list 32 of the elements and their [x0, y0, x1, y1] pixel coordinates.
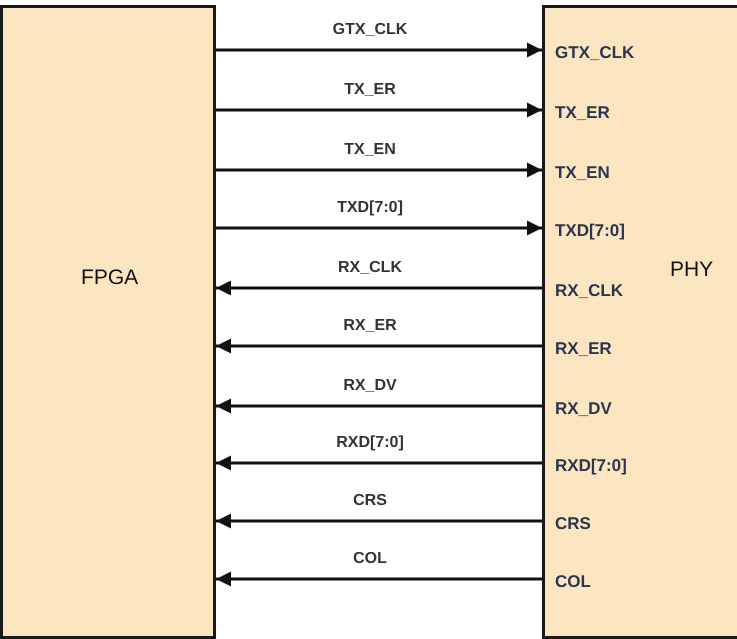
edge-label: TX_EN: [342, 141, 398, 159]
pin-label: RX_DV: [555, 399, 612, 419]
pin-label: RX_CLK: [555, 281, 624, 301]
edge-label: RX_CLK: [336, 259, 404, 277]
arrow: [216, 220, 542, 236]
arrow: [216, 572, 542, 586]
block-box: [542, 5, 737, 639]
pin-label: GTX_CLK: [555, 43, 634, 63]
arrow: [216, 456, 542, 470]
arrow: [216, 398, 542, 414]
block-title: FPGA: [81, 266, 138, 290]
pin-label: RX_ER: [555, 339, 612, 359]
arrow: [216, 42, 542, 58]
edge-label: RX_DV: [341, 377, 399, 395]
arrow: [216, 102, 542, 118]
edge-label: RX_ER: [341, 317, 399, 335]
pin-label: RXD[7:0]: [555, 456, 627, 476]
pin-label: TX_EN: [555, 163, 610, 183]
block-box: [0, 5, 216, 639]
pin-label: TXD[7:0]: [555, 221, 625, 241]
edge-label: TX_ER: [342, 81, 398, 99]
arrow: [216, 338, 542, 354]
arrow: [216, 280, 542, 296]
pin-label: COL: [555, 572, 591, 592]
arrow: [216, 514, 542, 528]
block-title: PHY: [670, 258, 714, 282]
edge-label: TXD[7:0]: [335, 199, 405, 217]
pin-label: TX_ER: [555, 103, 610, 123]
edge-label: GTX_CLK: [330, 21, 410, 39]
edge-label: RXD[7:0]: [334, 434, 406, 452]
pin-label: CRS: [555, 514, 591, 534]
arrow: [216, 162, 542, 178]
